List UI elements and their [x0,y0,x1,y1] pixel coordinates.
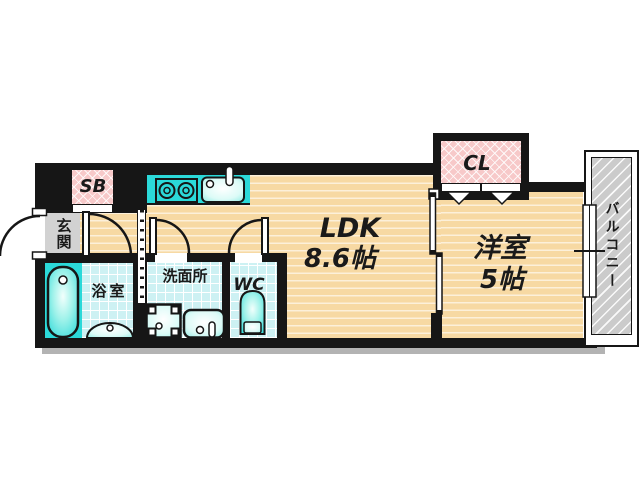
wall-partition-stub [431,313,442,338]
bathroom-label: 浴室 [91,282,128,300]
wc-doorway [235,253,262,263]
room-western-label: 洋室 [473,233,527,264]
hallway-door [82,211,133,257]
room-entrance [45,213,80,253]
room-ldk-size: 8.6帖 [303,244,377,274]
room-western-floor [441,182,583,343]
entrance-label: 玄関 [54,218,73,250]
sliding-door [428,188,443,315]
shoe-box [72,170,113,204]
shoe-box-door [72,204,113,213]
wc-door [227,217,269,255]
plan-shadow [42,347,605,354]
bath-counter-icon [85,322,135,339]
room-ldk-label: LDK [319,213,381,244]
toilet-icon [239,289,266,335]
stove-icon [155,178,198,203]
bathtub-icon [46,265,80,339]
closet-door-triangles [445,191,516,206]
washing-machine-icon [145,303,182,339]
closet-label: CL [463,151,491,175]
wall-top [147,163,441,175]
bathroom-door [137,210,146,303]
window [574,204,605,298]
entrance-door [0,207,48,260]
closet [441,141,521,183]
vanity-sink-icon [182,308,226,339]
wall-bottom [35,338,597,348]
washroom-label: 洗面所 [162,267,208,285]
shoe-box-label: SB [79,176,107,197]
kitchen-sink-icon [201,165,245,203]
wc-label: WC [233,275,265,295]
wall-western-top [529,182,597,192]
balcony-deck [591,157,632,335]
washroom-door [149,217,191,255]
washroom-doorway [155,253,187,263]
room-western-size: 5帖 [479,265,525,295]
balcony-label: バルコニー [603,201,620,291]
